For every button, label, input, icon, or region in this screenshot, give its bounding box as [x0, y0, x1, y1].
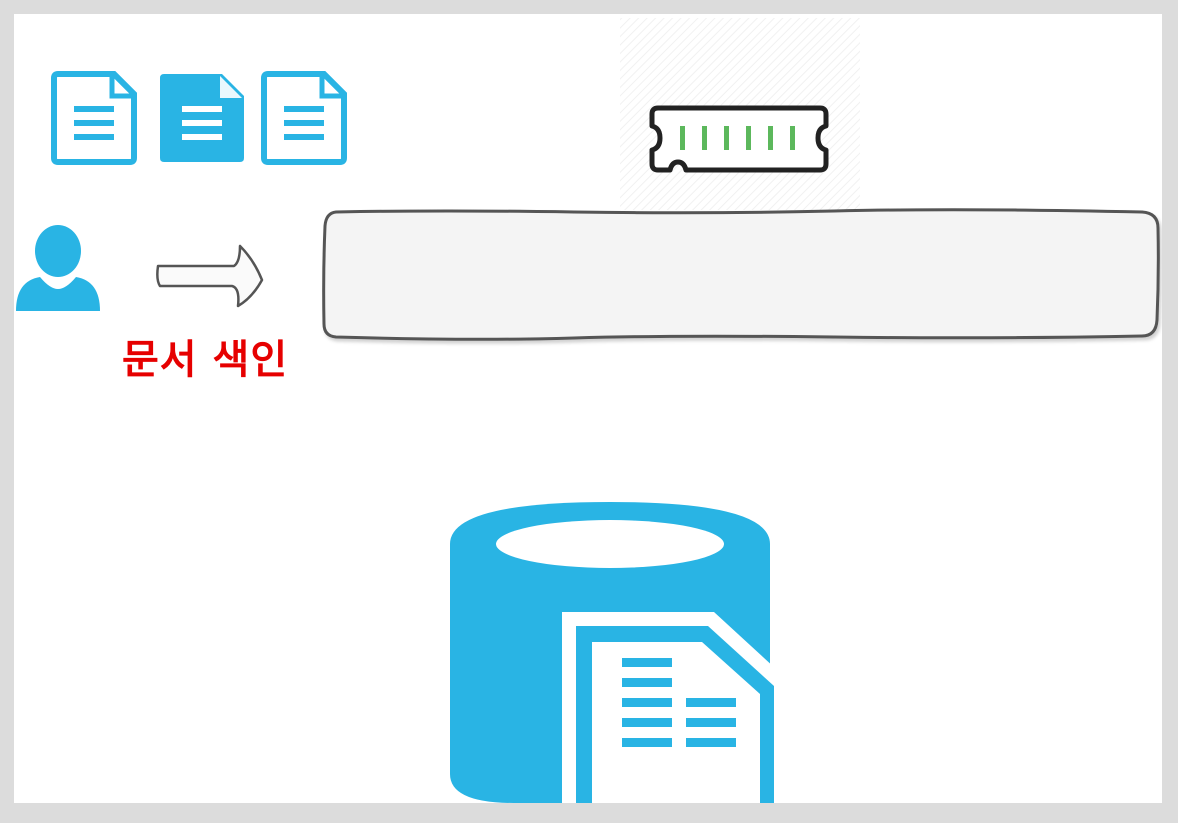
diagram-canvas: 문서 색인 [14, 14, 1162, 803]
index-bar [322, 208, 1160, 341]
document-filled-icon [160, 74, 244, 162]
arrow-right-icon [156, 244, 264, 308]
user-icon [16, 225, 100, 311]
document-outline-icon [51, 71, 137, 165]
caption-document-indexing: 문서 색인 [122, 337, 289, 383]
ram-chip-icon [649, 105, 829, 173]
database-document-icon [450, 502, 788, 803]
document-outline-icon [261, 71, 347, 165]
diagram-drawing [16, 18, 1160, 803]
